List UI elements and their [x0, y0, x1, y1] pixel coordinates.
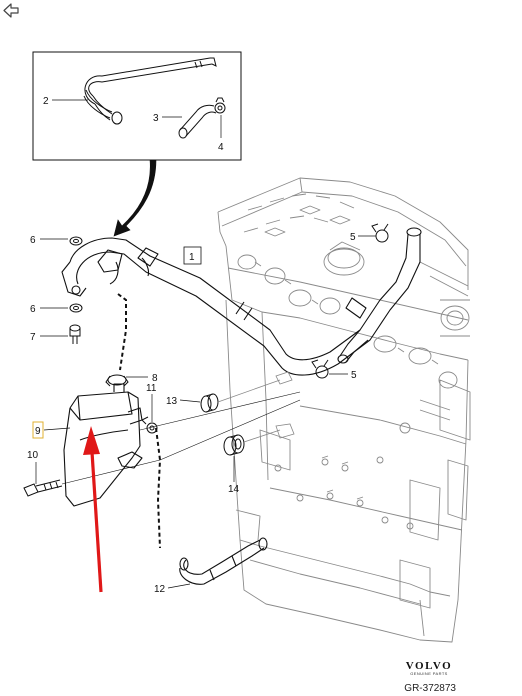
- part-12-lower-hose: [179, 537, 268, 585]
- callout-9-highlight: [32, 421, 44, 439]
- callout-12: 12: [154, 584, 166, 595]
- callout-1: 1: [189, 252, 195, 263]
- callout-6-upper: 6: [30, 235, 36, 246]
- part-6-washer-lower: [69, 303, 83, 313]
- callout-11: 11: [146, 383, 157, 394]
- callout-5-upper: 5: [350, 232, 356, 243]
- callout-6-lower: 6: [30, 304, 36, 315]
- part-8-clip: [105, 374, 129, 387]
- callout-10: 10: [27, 450, 39, 461]
- inset-pointer-arrow: [113, 159, 157, 237]
- part-9-oil-separator: [63, 383, 143, 507]
- callout-3: 3: [153, 113, 159, 124]
- part-14-bushing: [223, 434, 245, 456]
- dashed-connector-upper: [117, 293, 127, 371]
- inset-frame: [32, 51, 242, 161]
- callout-7: 7: [30, 332, 36, 343]
- part-5-clamp-upper: [371, 223, 389, 243]
- part-11-clamp: [141, 416, 158, 434]
- volvo-brand: VOLVO GENUINE PARTS: [394, 660, 464, 676]
- callout-13: 13: [166, 396, 178, 407]
- part-1-breather-hose: [61, 227, 422, 376]
- red-pointer-arrow: [83, 426, 103, 593]
- callout-4: 4: [218, 142, 224, 153]
- part-7-bolt: [69, 324, 81, 344]
- back-button[interactable]: [0, 0, 22, 22]
- part-6-washer-upper: [69, 236, 83, 246]
- detail-inset: 2 3 4: [32, 51, 242, 161]
- brand-name: VOLVO: [405, 660, 453, 672]
- callout-1-frame: [183, 246, 202, 265]
- part-13-grommet: [200, 393, 219, 413]
- callout-14: 14: [228, 484, 240, 495]
- callout-9: 9: [35, 426, 41, 437]
- part-4-clamp: [214, 97, 226, 114]
- engine-block-drawing: [217, 177, 471, 643]
- callout-5-lower: 5: [351, 370, 357, 381]
- callout-2: 2: [43, 96, 49, 107]
- part-2-breather-pipe: [83, 57, 217, 125]
- back-arrow-icon: [3, 3, 19, 18]
- part-5-clamp-lower: [311, 359, 329, 379]
- diagram-reference: GR-372873: [404, 683, 456, 694]
- part-3-short-hose: [178, 104, 217, 139]
- callout-8: 8: [152, 373, 158, 384]
- part-10-bolt: [23, 479, 63, 497]
- brand-subtitle: GENUINE PARTS: [410, 671, 448, 676]
- dashed-connector-lower: [155, 427, 162, 549]
